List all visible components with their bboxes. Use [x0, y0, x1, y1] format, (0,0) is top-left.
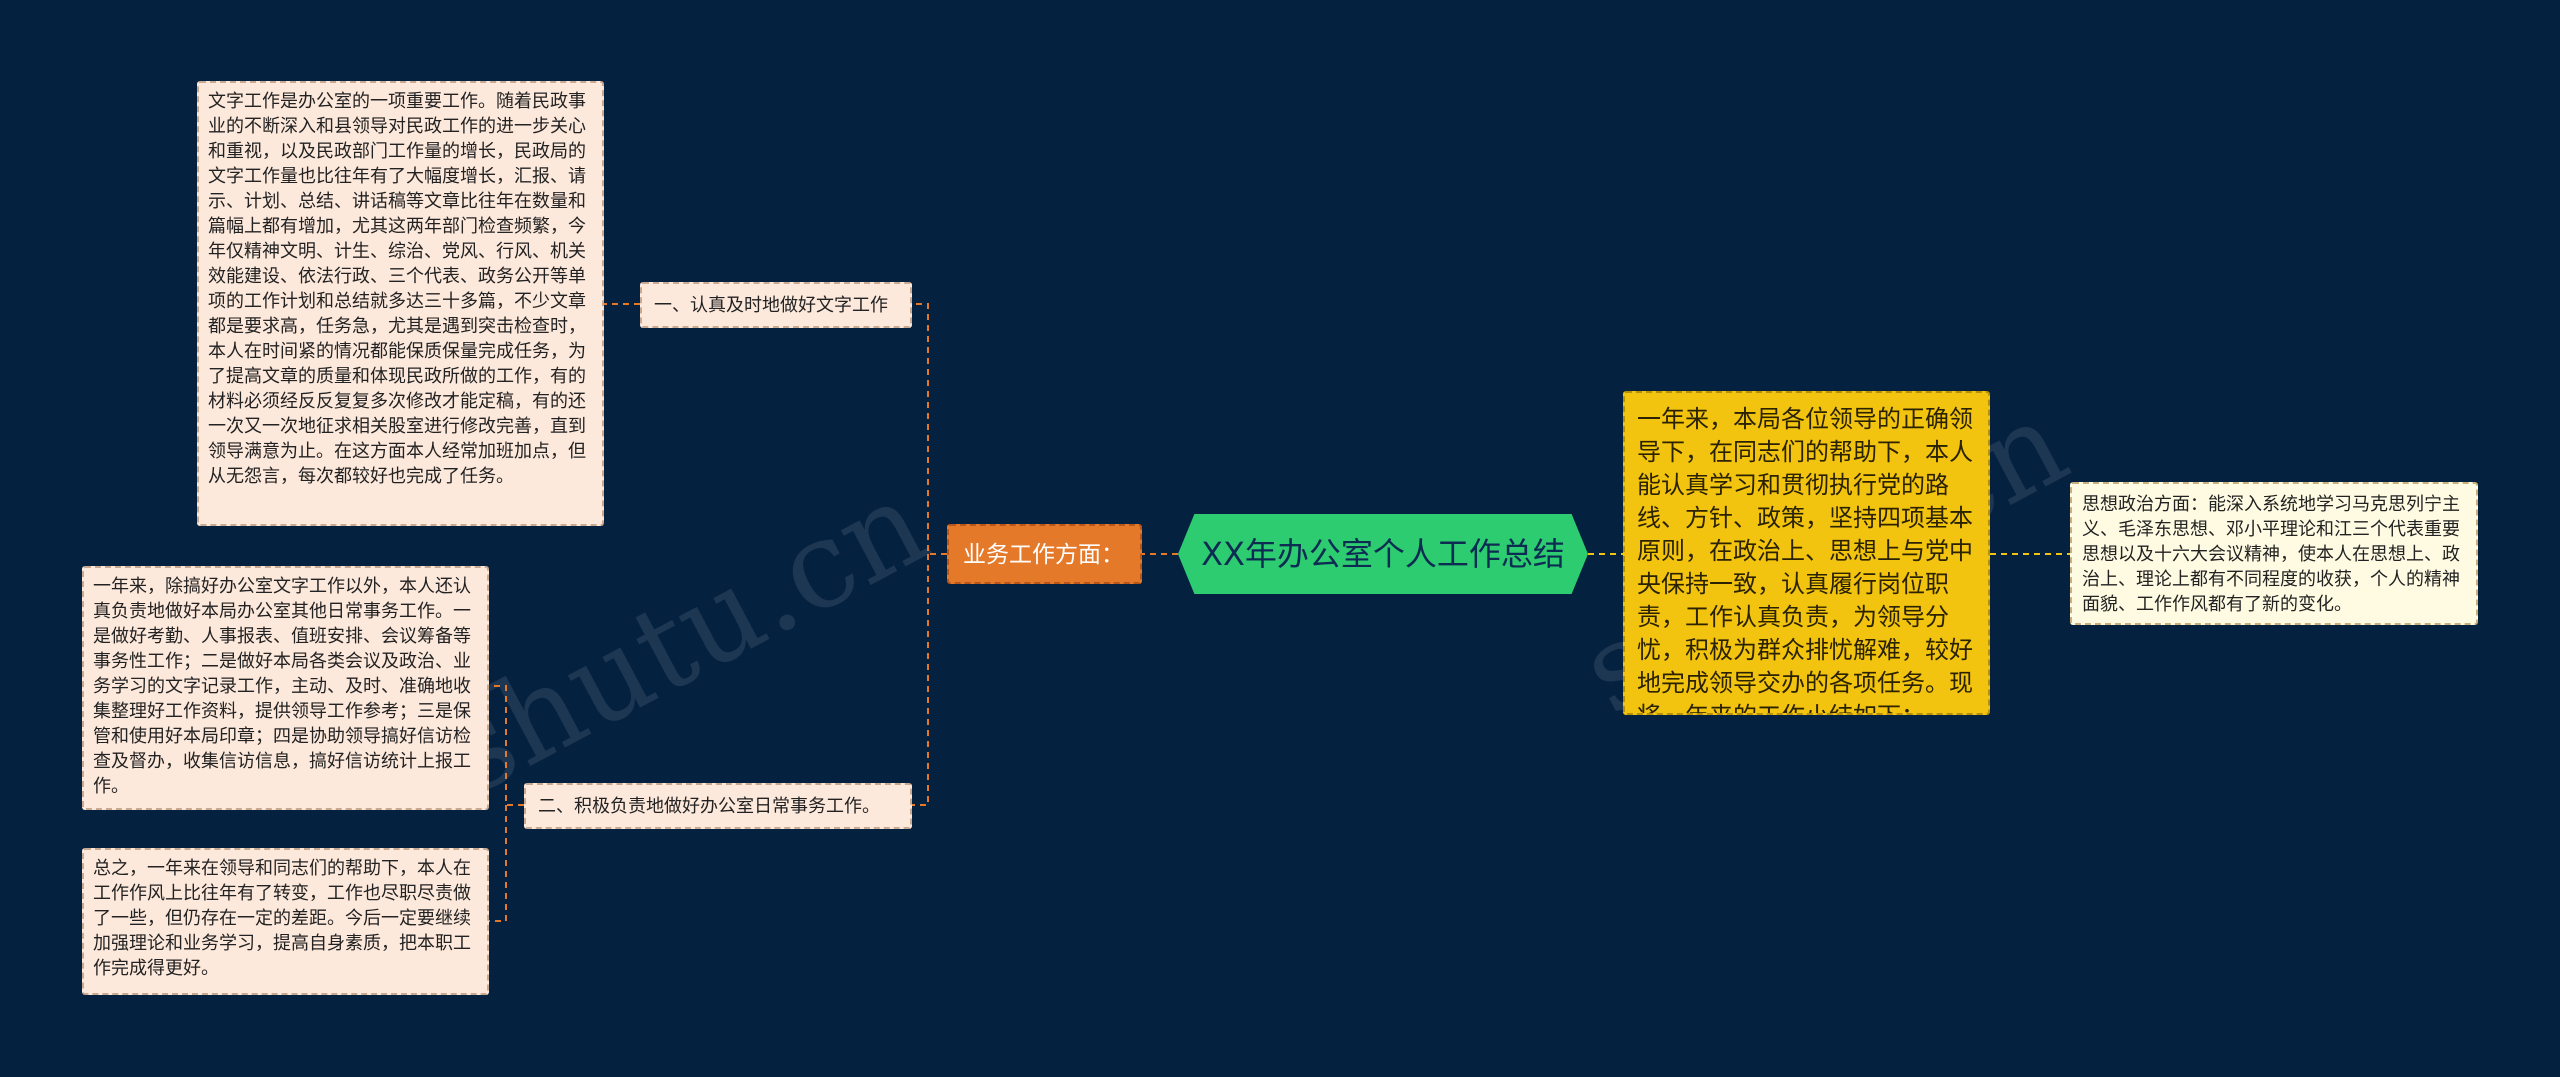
- intro-text: 一年来，本局各位领导的正确领导下，在同志们的帮助下，本人能认真学习和贯彻执行党的…: [1637, 405, 1973, 713]
- business-label: 业务工作方面：: [963, 542, 1124, 568]
- item1-node[interactable]: 一、认真及时地做好文字工作: [640, 282, 912, 328]
- connector-business-to-items: [912, 303, 947, 806]
- connector-item2-to-details: [489, 685, 524, 922]
- item1-detail-text: 文字工作是办公室的一项重要工作。随着民政事业的不断深入和县领导对民政工作的进一步…: [208, 91, 586, 487]
- item1-label: 一、认真及时地做好文字工作: [654, 295, 888, 316]
- item2-detail-node[interactable]: 一年来，除搞好办公室文字工作以外，本人还认真负责地做好本局办公室其他日常事务工作…: [82, 566, 489, 810]
- summary-node[interactable]: 总之，一年来在领导和同志们的帮助下，本人在工作作风上比往年有了转变，工作也尽职尽…: [82, 848, 489, 995]
- political-node[interactable]: 思想政治方面：能深入系统地学习马克思列宁主义、毛泽东思想、邓小平理论和江三个代表…: [2070, 482, 2478, 625]
- intro-node[interactable]: 一年来，本局各位领导的正确领导下，在同志们的帮助下，本人能认真学习和贯彻执行党的…: [1623, 391, 1990, 715]
- item2-label: 二、积极负责地做好办公室日常事务工作。: [538, 796, 880, 817]
- business-node[interactable]: 业务工作方面：: [947, 524, 1142, 584]
- item2-node[interactable]: 二、积极负责地做好办公室日常事务工作。: [524, 783, 912, 829]
- root-topic[interactable]: XX年办公室个人工作总结: [1178, 514, 1588, 594]
- summary-text: 总之，一年来在领导和同志们的帮助下，本人在工作作风上比往年有了转变，工作也尽职尽…: [93, 858, 471, 979]
- item1-detail-node[interactable]: 文字工作是办公室的一项重要工作。随着民政事业的不断深入和县领导对民政工作的进一步…: [197, 81, 604, 526]
- root-title: XX年办公室个人工作总结: [1201, 535, 1565, 573]
- item2-detail-text: 一年来，除搞好办公室文字工作以外，本人还认真负责地做好本局办公室其他日常事务工作…: [93, 576, 471, 797]
- political-text: 思想政治方面：能深入系统地学习马克思列宁主义、毛泽东思想、邓小平理论和江三个代表…: [2082, 494, 2460, 615]
